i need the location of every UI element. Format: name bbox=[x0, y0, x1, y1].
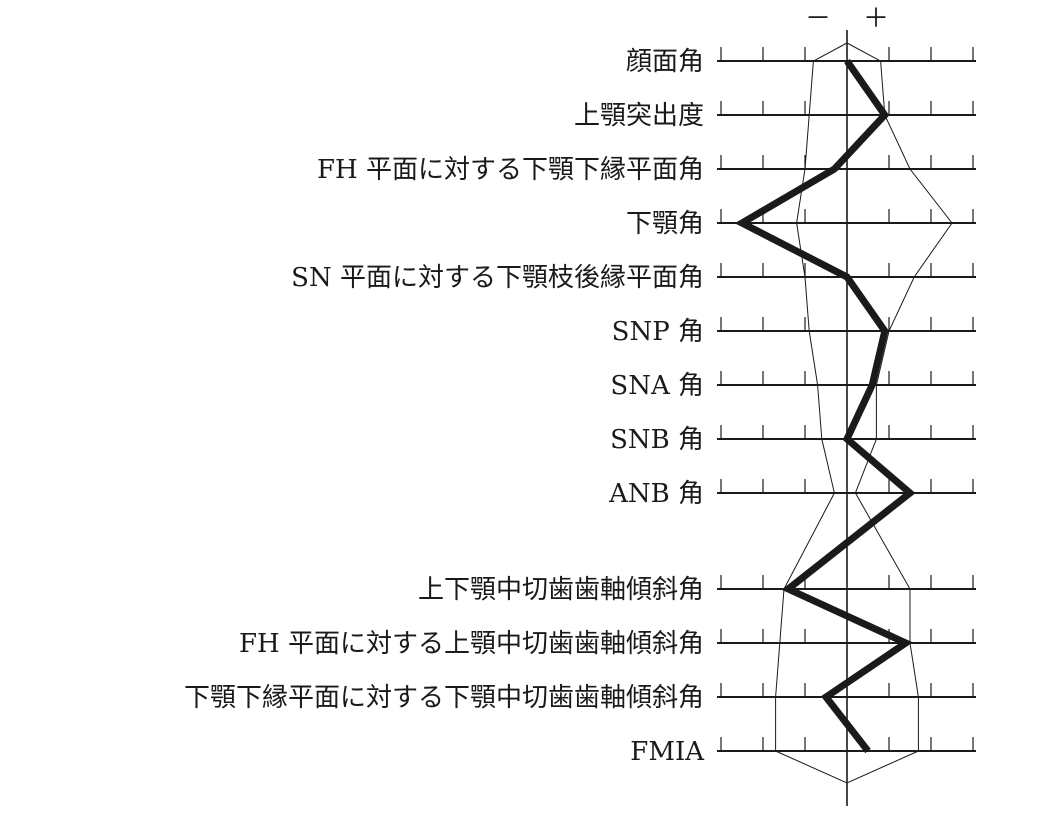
row-label: FMIA bbox=[630, 737, 705, 767]
row-label: SNA 角 bbox=[610, 371, 704, 401]
row-label: FH 平面に対する下顎下縁平面角 bbox=[317, 155, 704, 185]
sign-labels: － ＋ bbox=[805, 4, 889, 34]
row-label: 下顎下縁平面に対する下顎中切歯歯軸傾斜角 bbox=[184, 683, 704, 713]
row-label: 上顎突出度 bbox=[574, 101, 704, 131]
patient-profile-line bbox=[734, 58, 916, 754]
plus-sign-label: ＋ bbox=[863, 4, 889, 34]
row-label: SN 平面に対する下顎枝後縁平面角 bbox=[291, 263, 704, 293]
row-label: 上下顎中切歯歯軸傾斜角 bbox=[418, 575, 704, 605]
row-label: ANB 角 bbox=[608, 479, 704, 509]
row-label: 顔面角 bbox=[626, 47, 704, 77]
row-label: FH 平面に対する上顎中切歯歯軸傾斜角 bbox=[239, 629, 704, 659]
row-label: SNB 角 bbox=[610, 425, 704, 455]
minus-sign-label: － bbox=[805, 4, 831, 34]
row-label: SNP 角 bbox=[612, 317, 704, 347]
patient-profile bbox=[734, 58, 916, 754]
row-label: 下顎角 bbox=[626, 209, 704, 239]
